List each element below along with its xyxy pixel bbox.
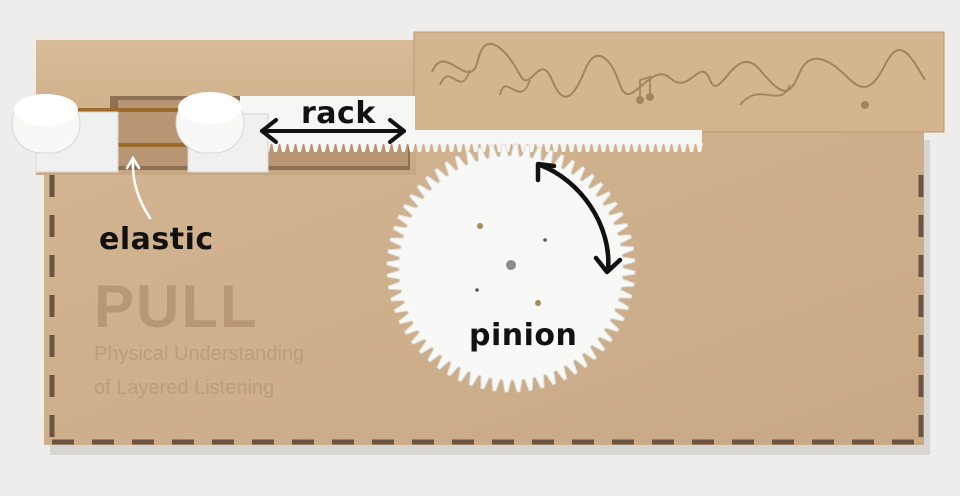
- rack-tooth: [376, 143, 383, 152]
- rack-tooth: [288, 143, 295, 152]
- rack-tooth: [616, 143, 623, 152]
- rack-tooth: [336, 143, 343, 152]
- rack-tooth: [440, 143, 447, 152]
- rack-tooth: [568, 143, 575, 152]
- rack-motion-arrow: [260, 118, 406, 144]
- elastic-pointer-arrow: [125, 155, 152, 220]
- engraved-music-notes: [439, 69, 791, 106]
- gear-screw: [477, 223, 483, 229]
- rack-tooth: [624, 143, 631, 152]
- rack-tooth: [424, 143, 431, 152]
- rack-strip: [262, 130, 702, 144]
- note-head: [861, 101, 869, 109]
- rack-tooth: [392, 143, 399, 152]
- rack-label: rack: [301, 96, 376, 131]
- pinion-label: pinion: [469, 318, 578, 353]
- rack-tooth: [400, 143, 407, 152]
- rack-tooth: [352, 143, 359, 152]
- rack-tooth: [648, 143, 655, 152]
- note-head: [646, 93, 654, 101]
- rack-tooth: [592, 143, 599, 152]
- pinion-rotation-arrow: [535, 161, 623, 275]
- gear-screw: [535, 300, 541, 306]
- rack-tooth: [432, 143, 439, 152]
- rack-tooth: [640, 143, 647, 152]
- rack-tooth: [664, 143, 671, 152]
- rack-tooth: [656, 143, 663, 152]
- rack-tooth: [272, 143, 279, 152]
- rack-tooth: [608, 143, 615, 152]
- engraved-sound-wave: [431, 43, 926, 98]
- rack-tooth: [384, 143, 391, 152]
- right-peg-top: [178, 92, 242, 124]
- rack-tooth: [552, 143, 559, 152]
- rack-tooth: [344, 143, 351, 152]
- rack-tooth: [680, 143, 687, 152]
- rack-tooth: [456, 143, 463, 152]
- rack-tooth: [416, 143, 423, 152]
- engraved-subtitle-line2: of Layered Listening: [94, 377, 275, 399]
- rack-tooth: [320, 143, 327, 152]
- note-head: [636, 96, 644, 104]
- rack-tooth: [584, 143, 591, 152]
- elastic-label: elastic: [99, 222, 214, 257]
- rack-tooth: [472, 143, 479, 152]
- engraved-title: PULL: [94, 273, 259, 340]
- rack-tooth: [408, 143, 415, 152]
- rack-teeth: [264, 143, 703, 152]
- engraved-subtitle-line1: Physical Understanding: [94, 343, 305, 365]
- gear-hole: [543, 238, 547, 242]
- rack-tooth: [464, 143, 471, 152]
- finger-joint-edges: [49, 175, 924, 445]
- rack-tooth: [360, 143, 367, 152]
- rack-tooth: [688, 143, 695, 152]
- rack-tooth: [632, 143, 639, 152]
- rack-tooth: [544, 143, 551, 152]
- rack-tooth: [576, 143, 583, 152]
- rack-tooth: [328, 143, 335, 152]
- gear-center-screw: [506, 260, 516, 270]
- rack-tooth: [312, 143, 319, 152]
- rack-tooth: [560, 143, 567, 152]
- rack-tooth: [304, 143, 311, 152]
- rack-tooth: [448, 143, 455, 152]
- rack-tooth: [296, 143, 303, 152]
- rack-tooth: [696, 143, 703, 152]
- rack-tooth: [600, 143, 607, 152]
- gear-hole: [475, 288, 479, 292]
- rack-tooth: [672, 143, 679, 152]
- rack-tooth: [280, 143, 287, 152]
- rack-tooth: [368, 143, 375, 152]
- left-peg-top: [14, 94, 78, 126]
